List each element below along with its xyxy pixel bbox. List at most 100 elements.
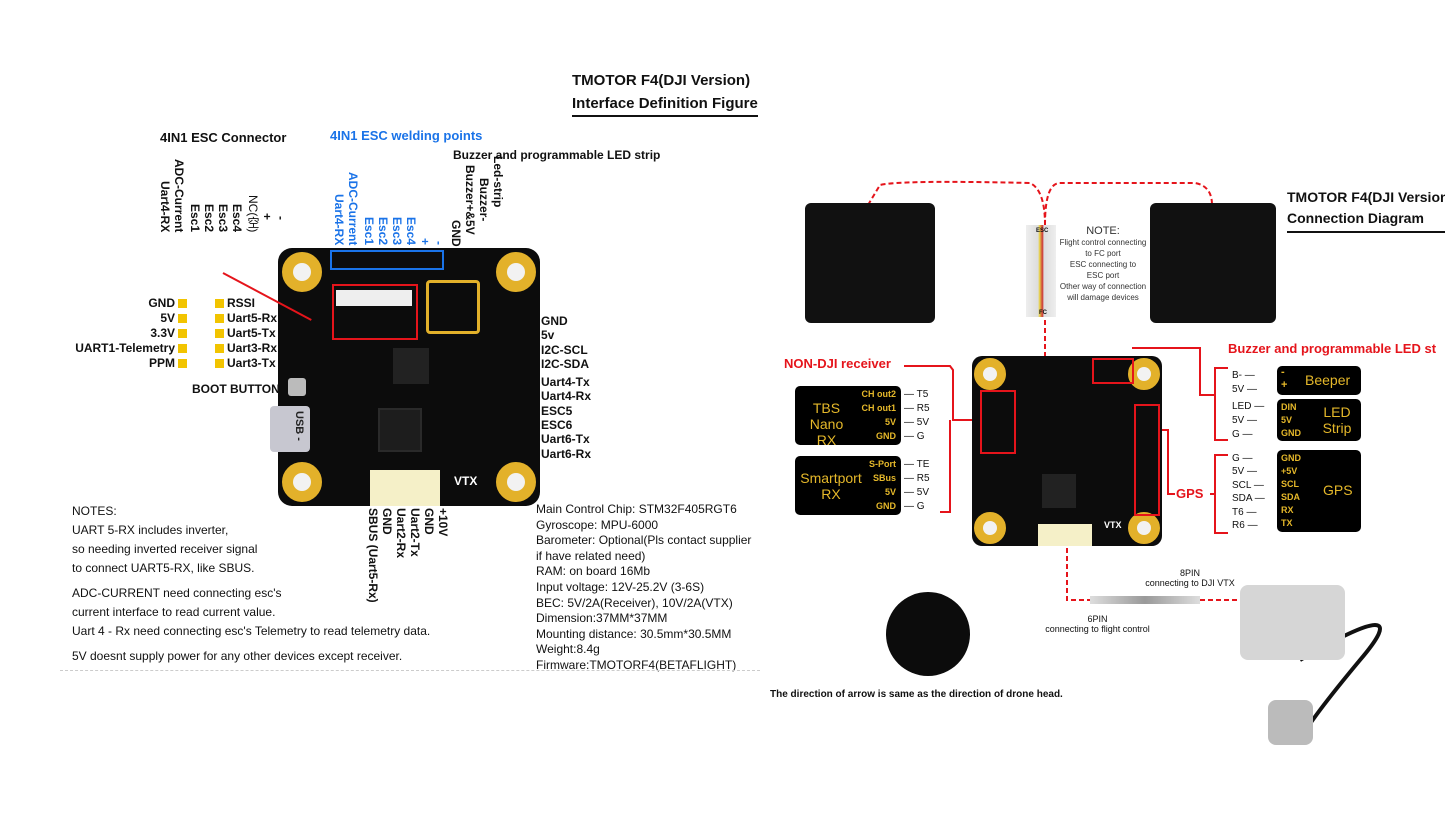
- pin-label: GND: [380, 508, 394, 535]
- receiver-pads-box: [980, 390, 1016, 454]
- pin-row-right: Uart3-Rx: [212, 341, 277, 355]
- mounting-hole: [1128, 512, 1160, 544]
- pin-label: Uart2-Rx: [394, 508, 408, 559]
- pin-label: Esc2: [202, 203, 216, 232]
- pin-label: +10V: [436, 508, 450, 537]
- buzzer-led-title: Buzzer and programmable LED st: [1228, 341, 1437, 356]
- pin-label: Buzzer+&5V: [463, 165, 477, 235]
- right-title: TMOTOR F4(DJI Version: [1287, 189, 1445, 205]
- esc-board-left: [805, 203, 935, 323]
- esc-welding-label: 4IN1 ESC welding points: [330, 128, 483, 143]
- pin-label: GND: [449, 220, 463, 247]
- pin-label: Esc3: [216, 203, 230, 232]
- pin-label: Esc1: [362, 216, 376, 245]
- pin-label: Esc2: [376, 216, 390, 245]
- pin-row-right: Uart5-Tx: [212, 326, 276, 340]
- pin-label: SBUS (Uart5-Rx): [366, 508, 380, 603]
- pad-icon: [178, 314, 187, 324]
- pin-row-right: Uart3-Tx: [212, 356, 276, 370]
- pin-row-left: 3.3V: [150, 326, 190, 340]
- pad-icon: [178, 359, 187, 369]
- right-subtitle: Connection Diagram: [1287, 210, 1445, 233]
- pad-icon: [215, 329, 224, 339]
- pin-label: Uart4-RX: [332, 193, 346, 245]
- smartport-fc-pins: — TE— R5— 5V— G: [904, 459, 930, 512]
- cable-esc-label: ESC: [1036, 228, 1049, 234]
- pin-label: Buzzer-: [477, 177, 491, 221]
- left-subtitle: Interface Definition Figure: [572, 95, 758, 117]
- flight-controller-board: VTX: [270, 248, 540, 506]
- vtx-pin-labels: +10V GND Uart2-Tx Uart2-Rx GND SBUS (Uar…: [362, 508, 454, 608]
- welding-points-box: [330, 250, 444, 270]
- pad-icon: [178, 299, 187, 309]
- pad-icon: [178, 344, 187, 354]
- pin-label: +: [260, 212, 274, 220]
- boot-button-label: BOOT BUTTON: [192, 382, 280, 396]
- pin-label: ADC-Current: [346, 171, 360, 245]
- pin-row-right: Uart5-Rx: [212, 311, 277, 325]
- pin-label: -: [274, 216, 288, 220]
- pin-row-right: RSSI: [212, 296, 255, 310]
- pad-icon: [178, 329, 187, 339]
- pad-icon: [215, 299, 224, 309]
- gps-fc-pins: G —5V —SCL —SDA —T6 —R6 —: [1232, 453, 1265, 532]
- buzzer-led-label: Buzzer and programmable LED strip: [453, 148, 661, 162]
- led-fc-pins: LED —5V —G —: [1232, 401, 1265, 440]
- pin-label: Esc4: [404, 216, 418, 245]
- connector-pad: [426, 280, 480, 334]
- pad-icon: [215, 344, 224, 354]
- esc-connector-label: 4IN1 ESC Connector: [160, 130, 287, 145]
- tbs-fc-pins: — T5— R5— 5V— G: [904, 389, 930, 442]
- vtx-label-right: VTX: [1104, 520, 1122, 530]
- flight-controller-board-right: VTX: [972, 356, 1162, 546]
- pin-label: Led-strip: [491, 155, 505, 207]
- beeper-block: -+ Beeper: [1277, 366, 1361, 395]
- notes: NOTES:UART 5-RX includes inverter,so nee…: [72, 504, 431, 663]
- boot-button[interactable]: [288, 378, 306, 396]
- pin-label: Esc3: [390, 216, 404, 245]
- pin-label: GND: [422, 508, 436, 535]
- arrow-direction-note: The direction of arrow is same as the di…: [770, 689, 1063, 700]
- pin-row-left: UART1-Telemetry: [75, 341, 190, 355]
- pin-label: +: [418, 237, 432, 245]
- esc-connector: [336, 290, 412, 306]
- pin-label: Uart2-Tx: [408, 508, 422, 557]
- vtx-connector: [1038, 524, 1092, 546]
- pin-label: -: [432, 241, 446, 245]
- mounting-hole: [282, 462, 322, 502]
- mcu-chip: [378, 408, 422, 452]
- connector-pin-labels: Uart4-RX ADC-Current Esc1 Esc2 Esc3 Esc4…: [158, 158, 288, 232]
- buzzer-pin-labels: GND Buzzer+&5V Buzzer- Led-strip: [449, 156, 507, 247]
- chip: [393, 348, 429, 384]
- mounting-hole: [974, 358, 1006, 390]
- beeper-fc-pins: B- —5V —: [1232, 370, 1258, 395]
- pin-row-left: 5V: [160, 311, 190, 325]
- divider: [60, 670, 760, 671]
- mounting-hole: [974, 512, 1006, 544]
- welding-pin-labels: Uart4-RX ADC-Current Esc1 Esc2 Esc3 Esc4…: [332, 160, 446, 245]
- usb-port[interactable]: [270, 406, 310, 452]
- cable-fc-label: FC: [1039, 310, 1047, 316]
- pin-label: ADC-Current: [172, 158, 186, 232]
- esc-connector-box: [332, 284, 418, 340]
- left-title: TMOTOR F4(DJI Version): [572, 72, 751, 89]
- mounting-hole: [496, 462, 536, 502]
- buzzer-pads-box: [1092, 358, 1134, 384]
- dji-vtx-unit: [1240, 585, 1345, 660]
- vtx-connector: [370, 470, 440, 506]
- pin-label: Esc1: [188, 203, 202, 232]
- vtx-label: VTX: [454, 474, 478, 488]
- pin-row-left: PPM: [149, 356, 190, 370]
- arrow-closeup: [886, 592, 970, 676]
- pad-icon: [215, 314, 224, 324]
- pin-label: Uart4-RX: [158, 180, 172, 232]
- pad-icon: [215, 359, 224, 369]
